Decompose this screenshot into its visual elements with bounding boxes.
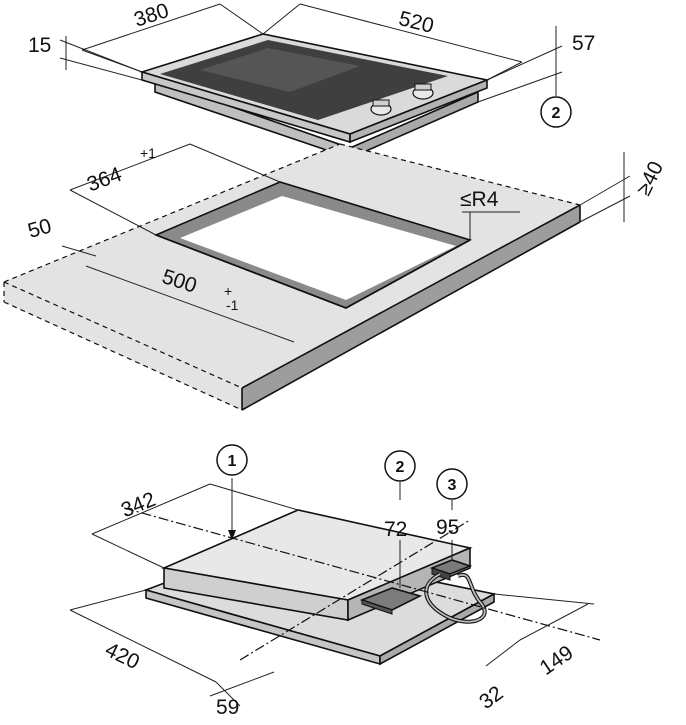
dim-terminal-offset: 72	[384, 518, 407, 541]
hob-frame-lip-side	[349, 78, 488, 144]
dim-total-height: 57	[572, 32, 595, 55]
hob-appliance: 380 520 15 57 2	[28, 0, 595, 160]
callout-label-3: 3	[448, 477, 457, 494]
callout-marker-2-top	[540, 96, 572, 128]
dim-connection-offset: 95	[436, 516, 459, 539]
callout-marker-3	[436, 468, 468, 500]
callout-label-2-top: 2	[552, 105, 561, 122]
hob-underside: 342 420 59 32 149 72 95 1 2 3	[69, 444, 601, 719]
dim-underside-side-offset: 32	[475, 682, 507, 714]
countertop-side	[242, 205, 580, 410]
dim-cutout-depth-tol-minus: -1	[226, 297, 239, 313]
control-knob-right	[412, 83, 434, 100]
dim-corner-radius: ≤R4	[460, 188, 499, 211]
callout-label-2-bottom: 2	[396, 459, 405, 476]
dim-underside-width: 342	[118, 488, 159, 522]
dim-cutout-width: 364	[84, 163, 125, 197]
underside-flange-side	[379, 592, 495, 666]
cutout-opening	[180, 196, 456, 300]
connection-box	[429, 559, 473, 581]
dim-cutout-depth-tol-plus: +	[224, 283, 232, 299]
dim-hob-depth: 520	[396, 7, 436, 38]
dim-underside-front-offset: 59	[216, 696, 239, 719]
control-knob-left	[370, 99, 392, 116]
countertop-front	[4, 282, 242, 410]
dim-hob-width: 380	[131, 0, 171, 32]
dim-cutout-front-offset: 50	[25, 214, 54, 243]
callout-marker-1	[216, 444, 248, 476]
hob-glass-highlight	[200, 48, 360, 92]
callout-label-1: 1	[228, 453, 237, 470]
dim-glass-height: 15	[28, 34, 51, 57]
dim-underside-rear-offset: 149	[536, 641, 578, 680]
dim-min-thickness: ≥40	[632, 158, 668, 199]
dim-cutout-width-tolerance: +1	[140, 145, 156, 161]
callout-marker-2-bottom	[384, 450, 416, 482]
countertop: 364 +1 50 500 + -1 ≤R4 ≥40	[3, 143, 668, 411]
